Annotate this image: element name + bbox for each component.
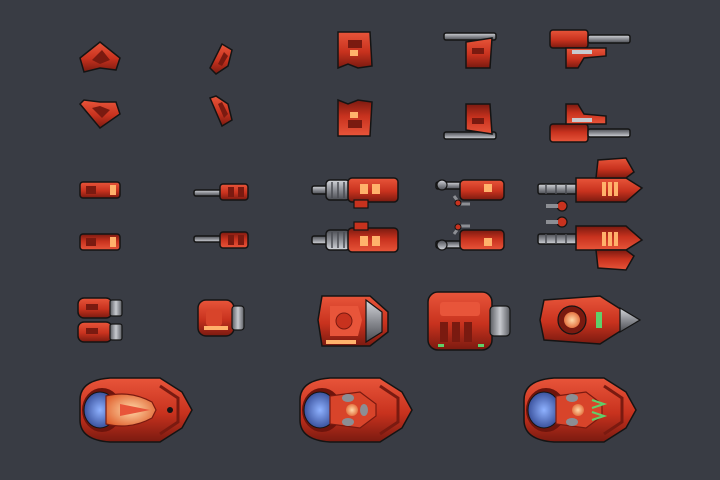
twin-thruster [77,297,123,343]
twin-gun-a [434,178,506,208]
cockpit-a [79,377,193,443]
wing-gun-a [443,32,497,69]
wing-cannon-a [549,29,631,69]
cockpit-b [299,377,413,443]
wing-slim-a [209,42,233,75]
wing-cannon-b [549,103,631,143]
gun-pod-small-b [79,233,121,251]
gun-barrel-a [193,183,249,201]
cockpit-c [523,377,637,443]
gatling-a [311,177,399,209]
large-engine [427,291,511,351]
twin-gun-b [434,222,506,252]
wing-small-b [78,99,121,130]
gun-barrel-b [193,231,249,249]
medium-engine [317,295,389,347]
wing-gun-b [443,103,497,140]
wing-small-a [79,41,121,73]
small-engine [197,299,245,337]
heavy-cannon-a [537,157,643,212]
gatling-b [311,221,399,253]
wing-slim-b [208,95,233,128]
gun-pod-small-a [79,181,121,199]
nose-cone [539,295,642,345]
heavy-cannon-b [537,216,643,271]
wing-block-a [337,31,373,69]
wing-block-b [337,99,373,137]
